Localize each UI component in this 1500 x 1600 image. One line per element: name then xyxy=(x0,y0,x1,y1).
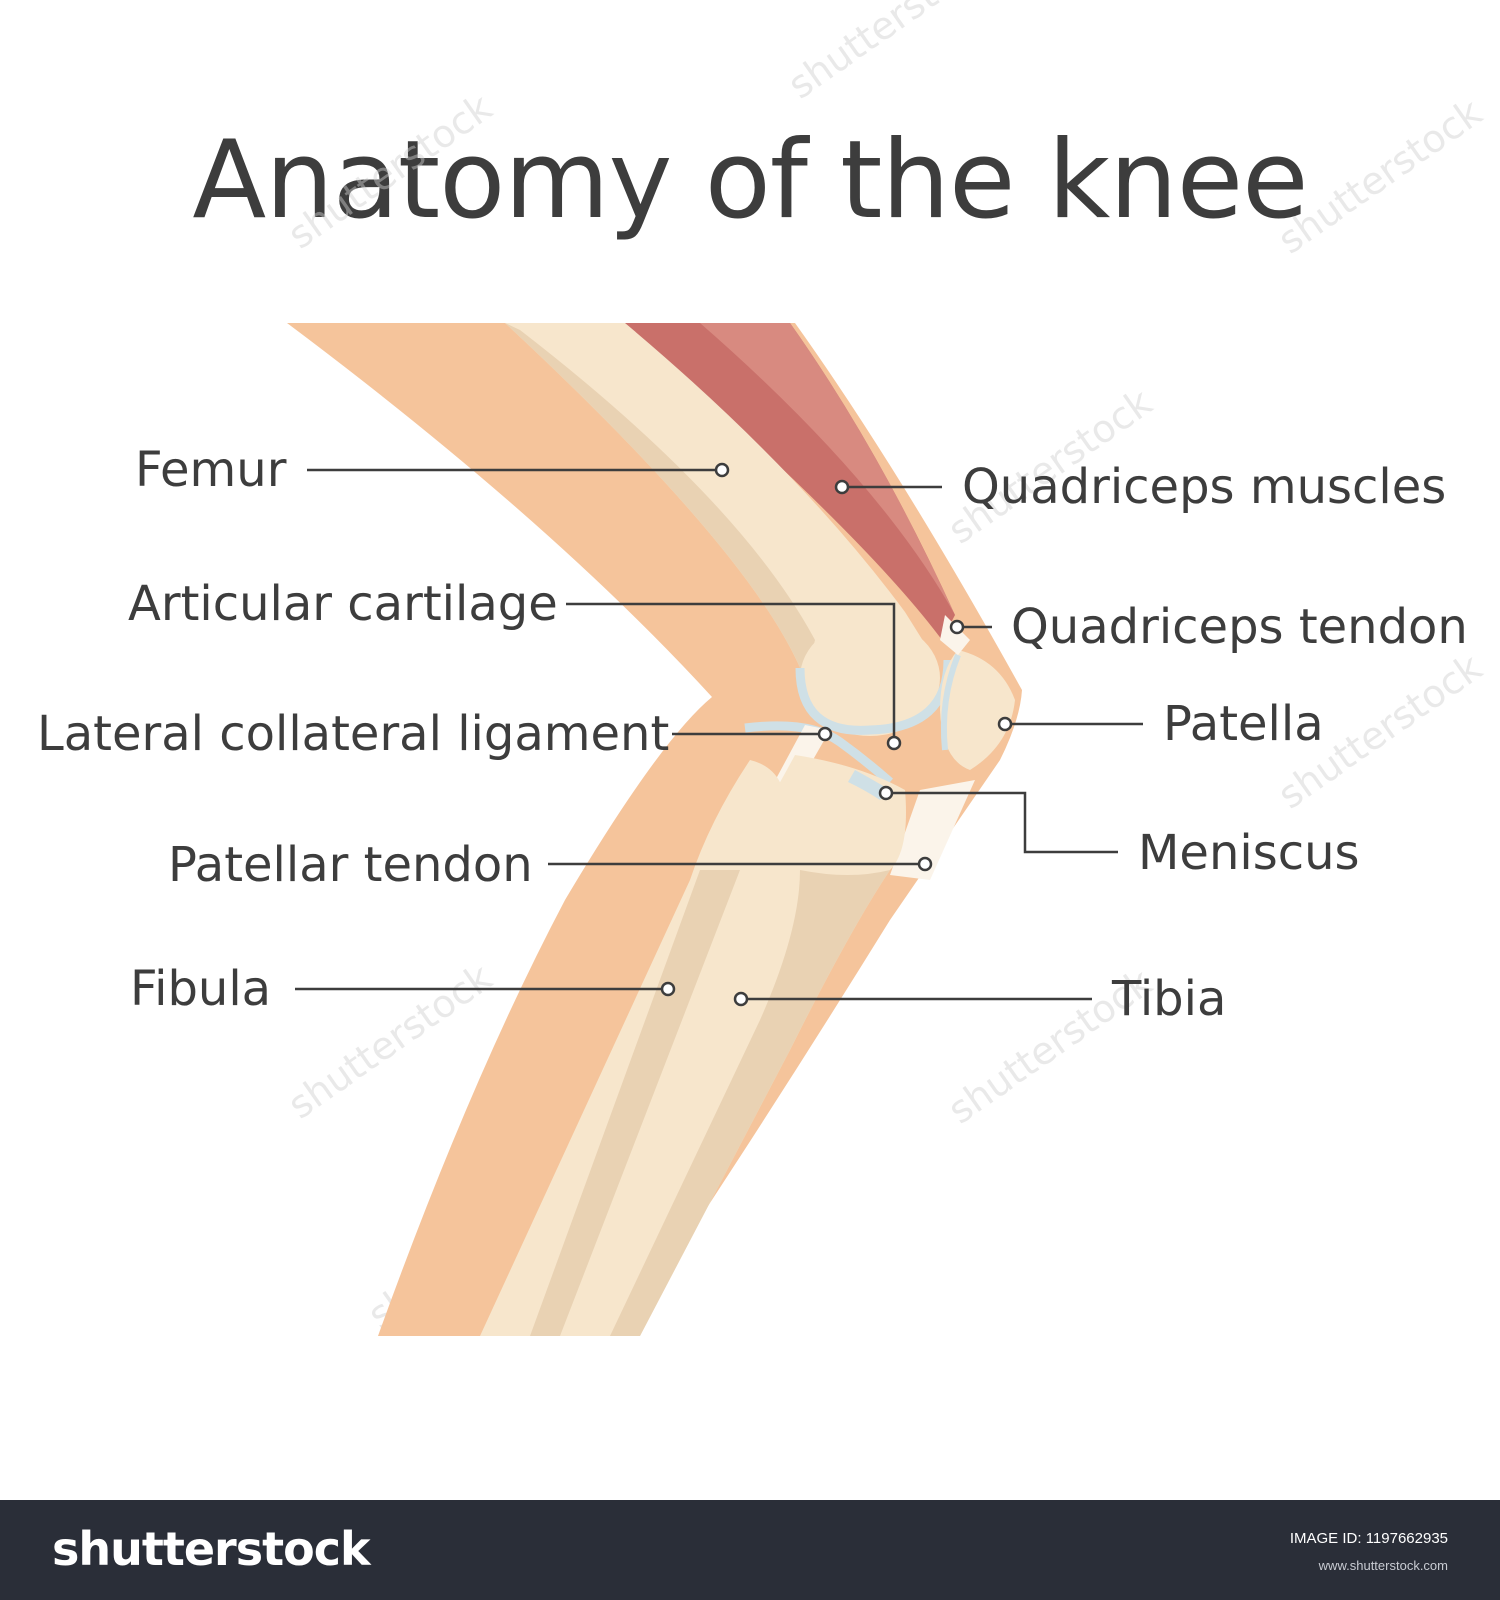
patellar-tendon-shape xyxy=(890,780,975,880)
watermark-text: shutterstock xyxy=(780,0,1000,107)
label-quadriceps-muscles: Quadriceps muscles xyxy=(962,459,1447,515)
footer-url: www.shutterstock.com xyxy=(1318,1558,1448,1573)
patella-cartilage xyxy=(940,653,961,751)
label-tibia: Tibia xyxy=(1112,971,1227,1027)
label-patellar-tendon: Patellar tendon xyxy=(168,837,533,893)
image-id-value: 1197662935 xyxy=(1365,1530,1448,1547)
dot-femur xyxy=(714,462,730,478)
label-meniscus: Meniscus xyxy=(1138,825,1360,881)
diagram-title: Anatomy of the knee xyxy=(192,118,1308,243)
femoral-condyle xyxy=(800,620,940,736)
dot-fibula xyxy=(660,981,676,997)
tibial-cartilage-shape xyxy=(744,721,893,786)
fibula-shadow xyxy=(530,870,740,1336)
label-fibula: Fibula xyxy=(130,961,272,1017)
watermark-text: shutterstock xyxy=(280,955,500,1127)
leader-dots xyxy=(660,462,1013,1007)
diagram-stage: Anatomy of the knee shutterstock shutter… xyxy=(37,0,1490,1337)
footer-bar: shutterstock IMAGE ID: 1197662935 www.sh… xyxy=(0,1500,1500,1600)
leader-meniscus xyxy=(892,791,1118,854)
dot-patella xyxy=(997,716,1013,732)
dot-quadriceps-muscles xyxy=(834,479,850,495)
articular-cartilage-shape xyxy=(795,659,953,735)
patella-shape xyxy=(940,650,1015,770)
label-patella: Patella xyxy=(1163,696,1324,752)
label-articular-cartilage: Articular cartilage xyxy=(128,576,558,632)
dot-lateral-collateral-ligament xyxy=(817,726,833,742)
dot-meniscus xyxy=(878,785,894,801)
tibia-shadow xyxy=(610,870,890,1336)
dot-articular-cartilage xyxy=(886,735,902,751)
watermark-text: shutterstock xyxy=(280,85,500,257)
label-femur: Femur xyxy=(135,442,287,498)
image-id-label: IMAGE ID: xyxy=(1289,1530,1362,1547)
dot-patellar-tendon xyxy=(917,856,933,872)
leader-lines xyxy=(295,468,1143,1001)
watermark-text: shutterstock xyxy=(1270,90,1490,262)
quadriceps-tendon-shape xyxy=(940,615,970,655)
label-quadriceps-tendon: Quadriceps tendon xyxy=(1011,599,1468,655)
dot-quadriceps-tendon xyxy=(949,619,965,635)
shutterstock-logo: shutterstock xyxy=(52,1522,371,1576)
knee-illustration: shutterstock shutterstock shutterstock s… xyxy=(280,0,1490,1337)
image-id: IMAGE ID: 1197662935 xyxy=(1290,1530,1448,1547)
quadriceps-muscle-highlight xyxy=(700,323,955,615)
leader-articular-cartilage xyxy=(566,602,896,743)
dot-tibia xyxy=(733,991,749,1007)
label-lateral-collateral-ligament: Lateral collateral ligament xyxy=(37,706,670,762)
